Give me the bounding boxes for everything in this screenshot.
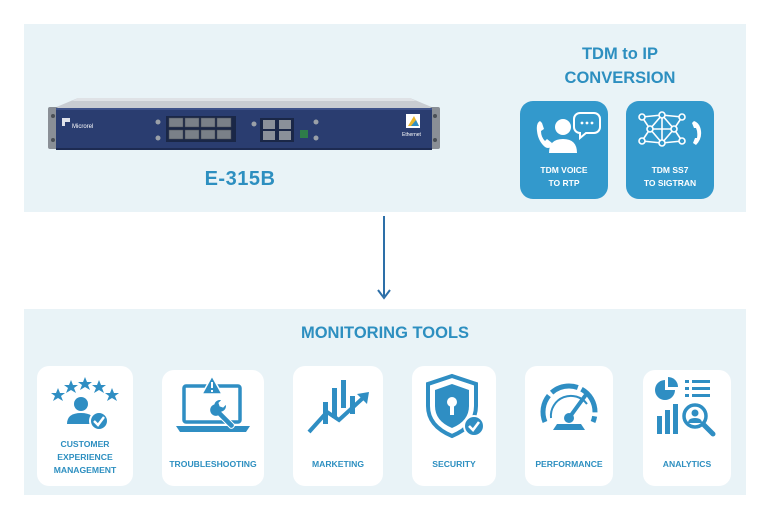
tdm-ss7-label: TDM SS7 TO SIGTRAN [626,164,714,190]
tdm-voice-line1: TDM VOICE [540,165,588,175]
performance-label: PERFORMANCE [525,458,613,471]
brand-logo-icon [62,118,70,127]
tool-card-troubleshooting: TROUBLESHOOTING [162,370,264,486]
voice-chat-icon [536,112,601,153]
customer-experience-line2: EXPERIENCE [57,452,113,462]
tdm-ss7-line2: TO SIGTRAN [643,178,697,188]
monitoring-title: MONITORING TOOLS [300,324,470,342]
growth-chart-icon [307,380,369,434]
tool-card-security: SECURITY [412,366,496,486]
customer-rating-icon [51,377,119,431]
device-brand-right: Ethernet [402,132,422,138]
analytics-line1: ANALYTICS [662,459,712,469]
flow-arrow [377,216,391,300]
performance-line1: PERFORMANCE [535,459,603,469]
tdm-voice-line2: TO RTP [548,178,580,188]
analytics-search-icon [655,377,716,437]
monitoring-panel [24,309,746,495]
device-image: Microrel Ethernet [48,98,440,150]
troubleshooting-label: TROUBLESHOOTING [162,458,264,471]
customer-experience-label: CUSTOMER EXPERIENCE MANAGEMENT [37,438,133,477]
shield-lock-icon [426,373,485,439]
analytics-label: ANALYTICS [643,458,731,471]
security-label: SECURITY [412,458,496,471]
tool-card-performance: PERFORMANCE [525,366,613,486]
tdm-voice-card: TDM VOICE TO RTP [520,101,608,199]
tool-card-analytics: ANALYTICS [643,370,731,486]
laptop-wrench-icon [176,374,250,432]
tdm-voice-label: TDM VOICE TO RTP [520,164,608,190]
marketing-line1: MARKETING [311,459,365,469]
troubleshooting-line1: TROUBLESHOOTING [169,459,257,469]
customer-experience-line3: MANAGEMENT [53,465,117,475]
device-label: E-315B [204,168,276,190]
device-brand-left: Microrel [72,124,93,130]
security-line1: SECURITY [432,459,476,469]
tool-card-marketing: MARKETING [293,366,383,486]
tool-card-customer-experience: CUSTOMER EXPERIENCE MANAGEMENT [37,366,133,486]
marketing-label: MARKETING [293,458,383,471]
tdm-ss7-card: TDM SS7 TO SIGTRAN [626,101,714,199]
conversion-title-line2: CONVERSION [564,69,676,87]
conversion-title-line1: TDM to IP [581,45,659,63]
tdm-ss7-line1: TDM SS7 [651,165,689,175]
customer-experience-line1: CUSTOMER [60,439,110,449]
network-phone-icon [638,111,702,147]
speedometer-icon [540,383,598,430]
ethernet-logo-icon [406,114,420,128]
conversion-title: TDM to IP CONVERSION [520,42,720,90]
